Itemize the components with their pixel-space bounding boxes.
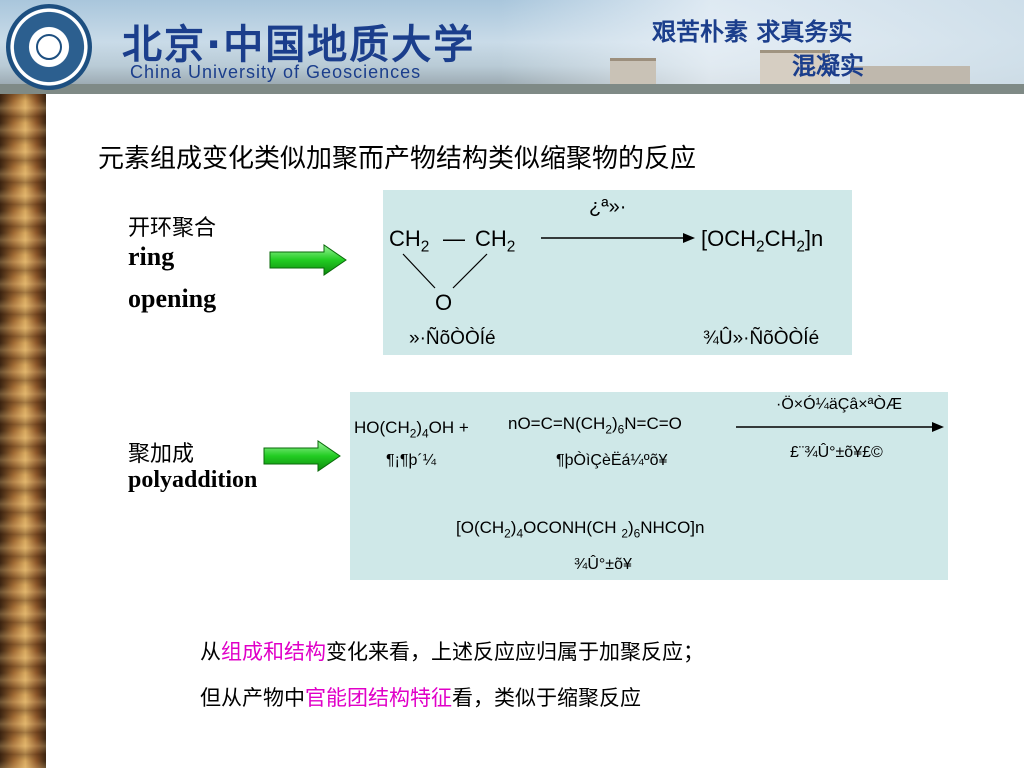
conclusion-line-2: 但从产物中官能团结构特征看，类似于缩聚反应 xyxy=(200,686,641,710)
ring-label-cn: 开环聚合 xyxy=(128,216,217,241)
ring-arrow-icon xyxy=(269,244,347,276)
polyaddition-reactant-1-name: ¶¡¶þ´¼ xyxy=(386,452,437,469)
school-name-en: China University of Geosciences xyxy=(130,62,422,82)
header-banner: 北京·中国地质大学 China University of Geoscience… xyxy=(0,0,1024,94)
polyaddition-arrow-icon xyxy=(263,440,341,472)
polyaddition-reactant-2: nO=C=N(CH2)6N=C=O xyxy=(508,414,682,437)
ring-reactant-name: »·ÑõÒÒÍé xyxy=(409,328,496,349)
globe-icon xyxy=(36,34,62,60)
polyaddition-reaction-box: HO(CH2)4OH + nO=C=N(CH2)6N=C=O ¶¡¶þ´¼ ¶þ… xyxy=(350,392,948,580)
polyaddition-label-en: polyaddition xyxy=(128,467,258,493)
ring-reactant-right: CH2 xyxy=(475,226,516,256)
slide-title: 元素组成变化类似加聚而产物结构类似缩聚物的反应 xyxy=(98,144,697,174)
conclusion-line-1: 从组成和结构变化来看，上述反应应归属于加聚反应； xyxy=(200,640,704,664)
university-logo xyxy=(6,4,92,90)
school-name-cn: 北京·中国地质大学 xyxy=(122,22,476,68)
polyaddition-label-cn: 聚加成 xyxy=(128,442,195,467)
conclusion-highlight-1: 组成和结构 xyxy=(221,640,326,664)
ring-label-en-1: ring xyxy=(128,242,175,271)
polyaddition-reaction-arrow xyxy=(736,422,944,432)
ring-product-name: ¾Û»·ÑõÒÒÍé xyxy=(703,328,820,349)
ring-epoxide-bonds xyxy=(402,233,695,289)
ring-bond: — xyxy=(443,226,465,251)
ring-catalyst: ¿ª»· xyxy=(589,196,627,218)
polyaddition-product-name: ¾Û°±õ¥ xyxy=(574,556,632,573)
ring-reactant-left: CH2 xyxy=(389,226,430,256)
ring-label-en-2: opening xyxy=(128,284,217,313)
polyaddition-product-class: £¨¾Û°±õ¥£© xyxy=(790,444,883,461)
polyaddition-reactant-1: HO(CH2)4OH + xyxy=(354,418,469,441)
polyaddition-condition: ·Ö×Ó¼äÇâ×ªÒÆ xyxy=(776,396,902,413)
decorative-left-strip xyxy=(0,94,46,768)
ring-reaction-box: CH2 — CH2 O ¿ª»· [OCH2CH2]n »·ÑõÒÒÍé ¾Û»… xyxy=(383,190,852,355)
banner-ground xyxy=(0,84,1024,94)
polyaddition-product-formula: [O(CH2)4OCONH(CH 2)6NHCO]n xyxy=(456,518,705,541)
ring-oxygen: O xyxy=(435,290,453,315)
motto-line-2: 混凝实 xyxy=(792,52,864,80)
ring-product: [OCH2CH2]n xyxy=(701,226,824,256)
conclusion-highlight-2: 官能团结构特征 xyxy=(305,686,452,710)
polyaddition-reactant-2-name: ¶þÒìÇèËá¼ºõ¥ xyxy=(556,452,668,469)
motto-line-1: 艰苦朴素 求真务实 xyxy=(652,18,853,46)
